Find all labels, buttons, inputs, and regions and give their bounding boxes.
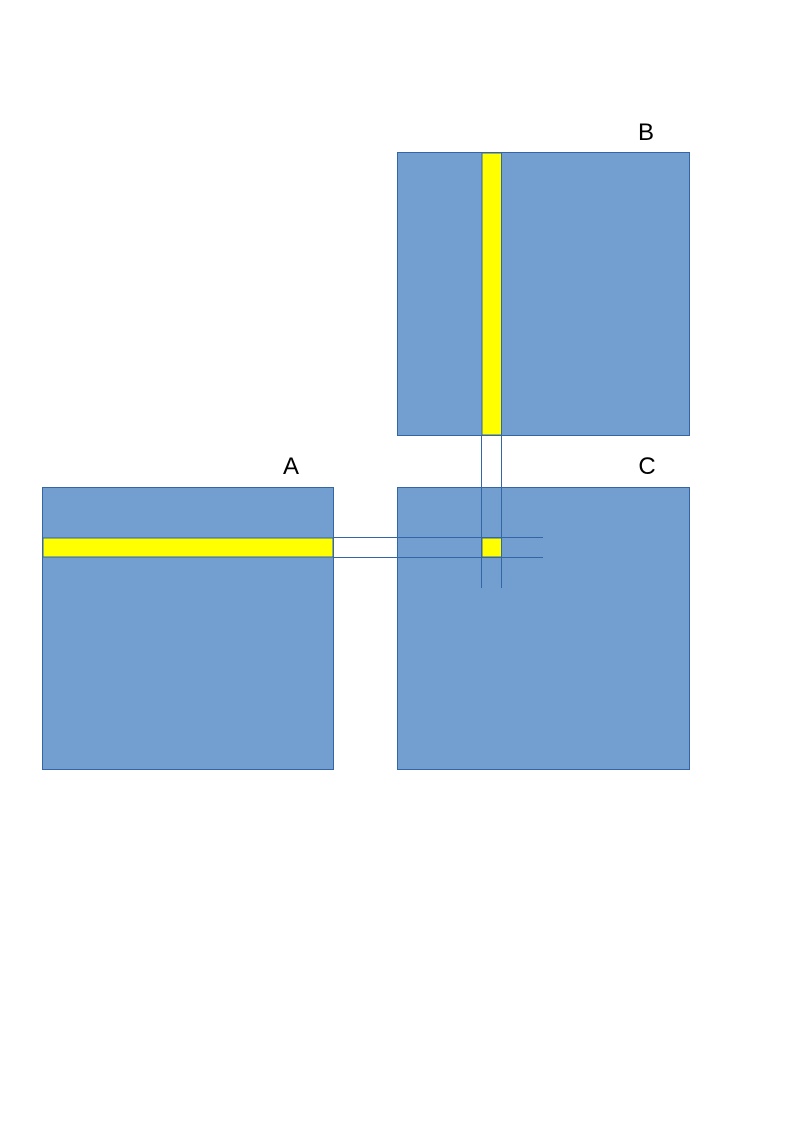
matrix-c-body [397, 487, 690, 770]
matrix-b-highlighted-column [481, 152, 502, 436]
matrix-b-label: B [638, 119, 654, 146]
matrix-a-label: A [283, 453, 299, 480]
matrix-c: C [397, 453, 690, 770]
matrix-c-label: C [638, 453, 655, 480]
matrix-a: A [42, 453, 334, 770]
matrix-c-highlighted-cell [481, 537, 502, 558]
guide-lines [333, 435, 543, 588]
matrix-a-highlighted-row [42, 537, 334, 558]
matrix-a-body [42, 487, 334, 770]
matrix-b-body [397, 152, 690, 436]
matrix-b: B [397, 119, 690, 436]
